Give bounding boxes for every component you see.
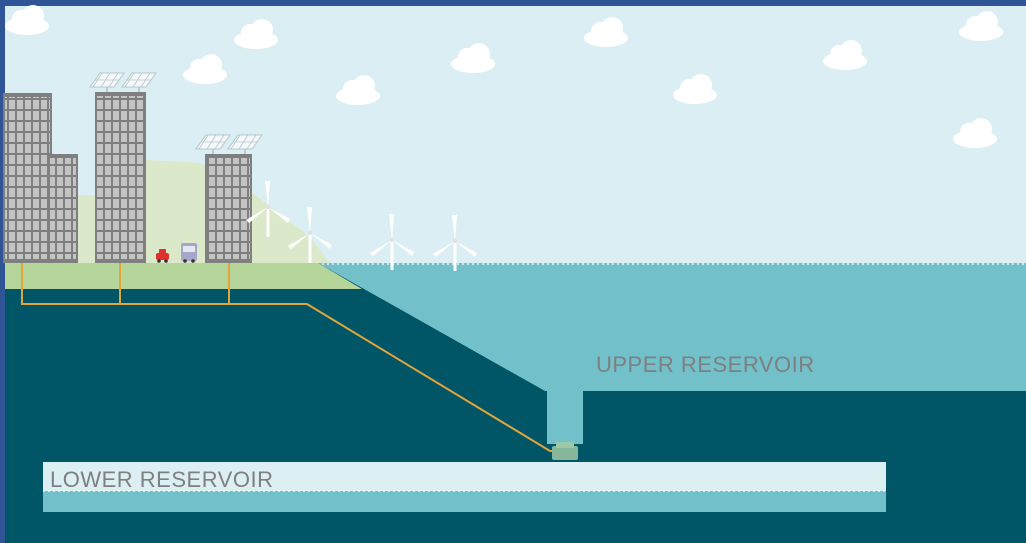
building [205,154,252,263]
pump-turbine-icon [552,442,578,460]
car-icon [156,249,169,263]
lower-reservoir-water [43,491,886,512]
lower-reservoir-label: LOWER RESERVOIR [50,467,273,492]
grass-ground [5,263,362,289]
upper-reservoir-water [318,263,1026,444]
upper-reservoir-label: UPPER RESERVOIR [596,352,815,377]
bus-icon [181,243,197,263]
building [48,154,78,263]
building [95,92,146,263]
building [3,93,52,263]
